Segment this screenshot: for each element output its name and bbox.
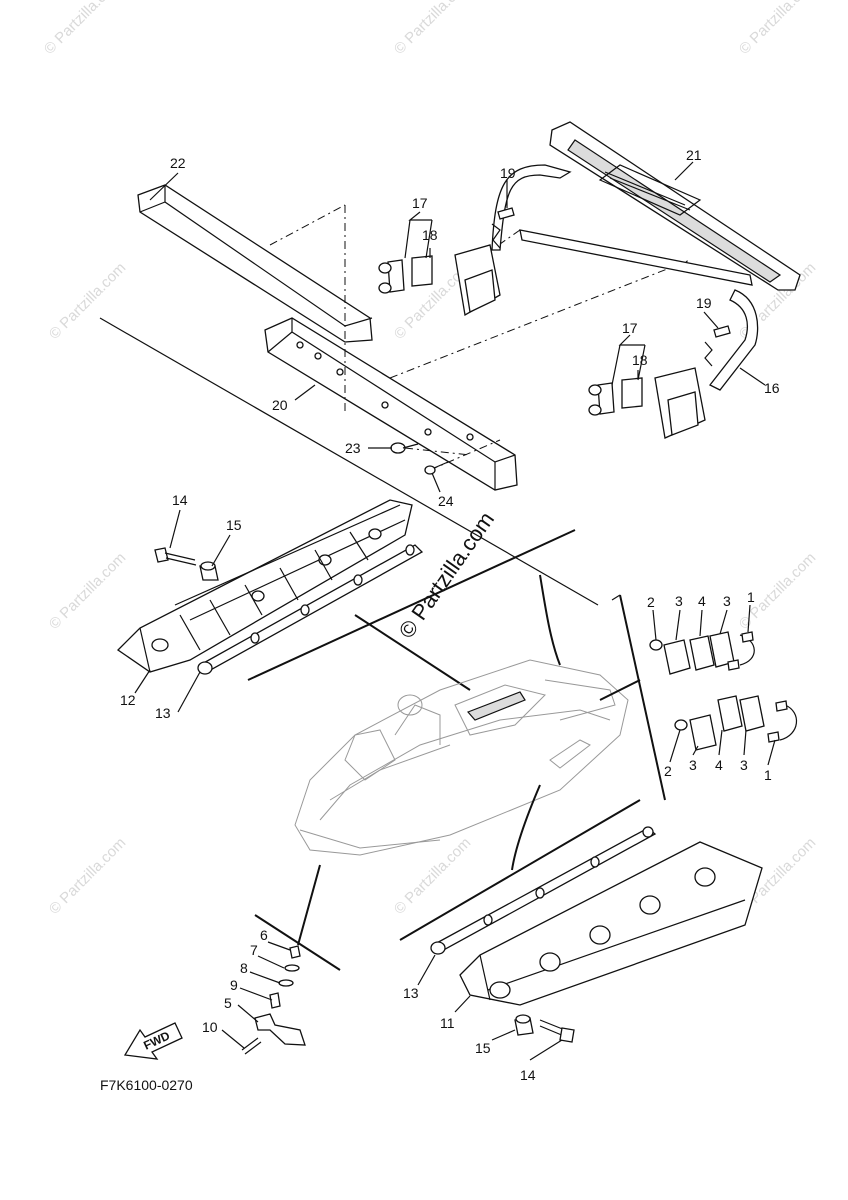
callout-15: 15 xyxy=(226,517,242,533)
bracket-left xyxy=(378,207,515,317)
callout-21: 21 xyxy=(686,147,702,163)
leader-frame xyxy=(247,529,576,681)
callout-12: 12 xyxy=(120,692,136,708)
watermark: © Partzilla.com xyxy=(41,0,124,58)
callout-17: 17 xyxy=(622,320,638,336)
callout-2: 2 xyxy=(664,763,672,779)
callout-18: 18 xyxy=(422,227,438,243)
rod-13a xyxy=(197,544,424,675)
leader-line xyxy=(599,679,641,701)
rear-bar-22 xyxy=(137,184,373,343)
sponson-right-11 xyxy=(459,841,763,1006)
leader-line xyxy=(511,784,541,871)
callout-13: 13 xyxy=(155,705,171,721)
callout-5: 5 xyxy=(224,995,232,1011)
callout-11: 11 xyxy=(440,1015,455,1031)
callout-16: 16 xyxy=(764,380,780,396)
watermark: © Partzilla.com xyxy=(46,259,129,342)
callout-2: 2 xyxy=(647,594,655,610)
bracket-plate-20 xyxy=(264,317,518,491)
callout-15: 15 xyxy=(475,1040,491,1056)
callout-6: 6 xyxy=(260,927,268,943)
callout-24: 24 xyxy=(438,493,454,509)
callout-1: 1 xyxy=(747,589,755,605)
collar-15b xyxy=(514,1014,534,1036)
cleat-set-lower xyxy=(674,695,797,751)
callout-18: 18 xyxy=(632,352,648,368)
watermark: © Partzilla.com xyxy=(391,0,474,58)
callout-7: 7 xyxy=(250,942,258,958)
leader-frame xyxy=(399,799,641,941)
callout-17: 17 xyxy=(412,195,428,211)
callout-1: 1 xyxy=(764,767,772,783)
small-parts-5-10 xyxy=(241,945,306,1055)
callout-10: 10 xyxy=(202,1019,218,1035)
bracket-right xyxy=(588,325,731,439)
callout-19: 19 xyxy=(500,165,516,181)
callout-14: 14 xyxy=(172,492,188,508)
callout-14: 14 xyxy=(520,1067,536,1083)
sponson-left-12 xyxy=(116,499,413,673)
leader-frame xyxy=(619,594,666,801)
callout-3: 3 xyxy=(675,593,683,609)
callout-leaders xyxy=(134,161,776,1061)
callout-4: 4 xyxy=(698,593,706,609)
callout-22: 22 xyxy=(170,155,186,171)
callout-3: 3 xyxy=(723,593,731,609)
diagram-code: F7K6100-0270 xyxy=(100,1077,193,1093)
callout-23: 23 xyxy=(345,440,361,456)
rail-tube-16 xyxy=(491,164,759,391)
watermark: © Partzilla.com xyxy=(736,0,819,58)
alignment-line xyxy=(404,447,471,456)
callout-3: 3 xyxy=(740,757,748,773)
callout-4: 4 xyxy=(715,757,723,773)
watermark: © Partzilla.com xyxy=(391,834,474,917)
watermark: © Partzilla.com xyxy=(46,834,129,917)
callouts: 22 21 19 17 18 19 17 18 16 20 23 24 14 1… xyxy=(120,147,780,1083)
fwd-arrow-icon: FWD xyxy=(123,1022,183,1060)
callout-8: 8 xyxy=(240,960,248,976)
bolt-14a xyxy=(154,547,197,566)
leader-line xyxy=(354,614,471,691)
handle-plate-21 xyxy=(549,121,801,291)
callout-3: 3 xyxy=(689,757,697,773)
bolts-23-24 xyxy=(390,442,449,475)
copyright-text: © Partzilla.com xyxy=(394,507,500,643)
callout-13: 13 xyxy=(403,985,419,1001)
leader-frame xyxy=(254,914,341,971)
watercraft-hull xyxy=(294,659,629,856)
rod-13b xyxy=(430,826,657,955)
callout-19: 19 xyxy=(696,295,712,311)
callout-20: 20 xyxy=(272,397,288,413)
callout-9: 9 xyxy=(230,977,238,993)
alignment-line xyxy=(269,204,346,246)
watermark: © Partzilla.com xyxy=(46,549,129,632)
cleat-set-upper xyxy=(649,631,755,675)
collar-15a xyxy=(199,561,219,581)
bolt-14b xyxy=(539,1019,575,1043)
leader-line xyxy=(539,574,561,666)
leader-line xyxy=(297,864,321,946)
watermarks: © Partzilla.com © Partzilla.com © Partzi… xyxy=(41,0,819,918)
